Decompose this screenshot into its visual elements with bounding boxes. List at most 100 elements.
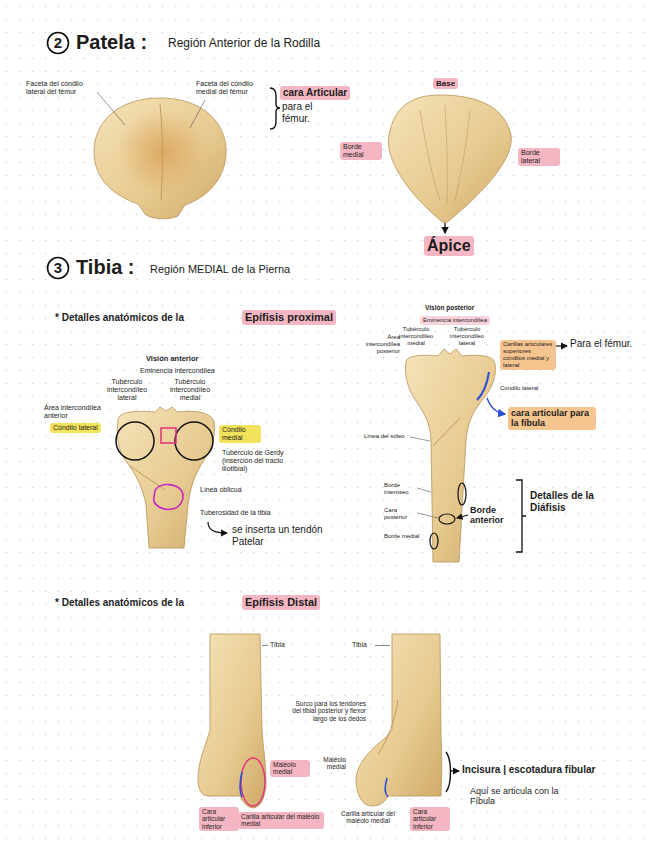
leader-line: [417, 513, 438, 518]
annotation-label: Faceta del cóndilo medial del fémur: [196, 80, 268, 96]
label-text: Carilla articular del maléolo medial: [241, 813, 321, 828]
annotation-label: Eminencia intercondílea: [140, 367, 215, 375]
leader-line: [190, 100, 205, 128]
annotation-label: Tibia :: [76, 256, 135, 279]
annotation-label: Patela :: [76, 31, 147, 54]
bone-ridge: [160, 104, 162, 200]
groove-line: [378, 700, 398, 754]
annotation-label: Borde interóseo: [384, 482, 414, 496]
label-text: Carillas articulares superiores cóndilos…: [503, 341, 553, 369]
label-text: Cara articular inferior: [413, 808, 447, 830]
highlight-label: Cara articular inferior: [199, 807, 239, 831]
label-text: Cóndilo medial: [222, 426, 258, 442]
highlight-label: Maléolo medial: [270, 760, 310, 777]
leader-line: [375, 645, 390, 646]
highlight-label: Cara articular inferior: [410, 807, 450, 831]
annotation-label: Área intercondílea posterior: [354, 334, 400, 355]
bone-shape: [94, 98, 226, 219]
annotation-label: Para el fémur.: [570, 338, 632, 350]
label-text: Borde medial: [343, 143, 379, 159]
bone-shape: [117, 407, 214, 548]
annotation-label: Surco para los tendones del tibial poste…: [290, 700, 366, 722]
label-text: Cóndilo lateral: [53, 424, 98, 432]
brace: [270, 88, 280, 129]
patella-anterior: [388, 95, 511, 233]
highlight-label: Borde lateral: [518, 148, 560, 166]
annotation-label: Incisura | escotadura fibular: [462, 764, 595, 776]
area-mark: [161, 428, 176, 443]
highlight-label: Epífisis Distal: [242, 595, 320, 610]
annotation-label: * Detalles anatómicos de la: [55, 597, 184, 609]
border-mark: [439, 514, 455, 524]
label-text: Epífisis Distal: [245, 596, 317, 609]
annotation-label: Visión posterior: [425, 304, 474, 311]
annotation-label: Línea del sóleo: [364, 433, 405, 440]
label-text: Borde lateral: [521, 149, 557, 165]
highlight-label: Eminencia intercondílea: [420, 316, 490, 325]
highlight-label: Cóndilo medial: [219, 425, 261, 443]
annotation-label: Tubérculo intercondíleo lateral: [100, 378, 154, 402]
annotation-label: Aquí se articula con la Fíbula: [470, 786, 580, 807]
note-arrow: [556, 345, 567, 346]
annotation-label: Línea oblicua: [200, 486, 242, 494]
annotation-label: Tubérculo intercondíleo lateral: [444, 326, 490, 347]
bone-texture: [420, 105, 470, 205]
annotation-label: Tibia: [270, 641, 285, 649]
highlight-label: Base: [433, 78, 458, 89]
facet-mark: [385, 778, 388, 797]
annotation-label: Tuberosidad de la tibia: [200, 509, 271, 517]
note-arrow: [451, 770, 459, 771]
annotation-label: Borde anterior: [470, 505, 514, 526]
annotation-label: Detalles de la Diáfisis: [530, 490, 610, 513]
label-text: Maléolo medial: [273, 761, 307, 776]
tibia-distal-anterior: [198, 634, 268, 808]
label-text: Cara articular inferior: [202, 808, 236, 830]
leader-line: [97, 92, 125, 125]
annotation-label: Cara posterior: [384, 507, 414, 521]
note-arrow: [208, 522, 227, 533]
annotation-label: 3: [48, 259, 68, 276]
facet-mark: [240, 772, 242, 797]
annotation-label: Borde medial: [384, 533, 419, 540]
soleal-line: [433, 418, 460, 446]
apex-arrow: [444, 223, 445, 233]
note-arrow: [457, 515, 468, 518]
annotation-label: para el fémur.: [282, 101, 332, 124]
highlight-label: Epífisis proximal: [242, 310, 336, 325]
label-text: cara articular para la fíbula: [511, 408, 593, 429]
bracket: [446, 752, 451, 792]
annotation-label: Visión anterior: [146, 355, 198, 364]
condyle-circle: [175, 422, 213, 460]
annotation-label: Faceta del cóndilo lateral del fémur: [26, 80, 96, 96]
bone-shape: [388, 95, 511, 223]
patella-posterior: [94, 92, 226, 219]
condyle-circle: [116, 422, 154, 460]
leader-line: [410, 437, 430, 441]
highlight-label: Carilla articular del maléolo medial: [238, 812, 324, 829]
annotation-label: Región Anterior de la Rodilla: [168, 37, 320, 51]
border-mark: [458, 483, 466, 505]
label-text: Base: [436, 79, 455, 88]
annotation-label: Maléolo medial: [312, 756, 346, 771]
highlight-label: Ápice: [424, 236, 474, 256]
bone-shape: [356, 634, 442, 806]
annotation-label: Región MEDIAL de la Pierna: [150, 263, 290, 276]
bone-shape: [405, 349, 495, 562]
highlight-label: cara Articular: [280, 86, 350, 100]
label-text: cara Articular: [283, 87, 347, 99]
highlight-label: Carillas articulares superiores cóndilos…: [500, 340, 556, 370]
bone-shape: [198, 634, 266, 808]
highlight-label: cara articular para la fíbula: [508, 407, 596, 430]
malleolus-mark: [241, 758, 265, 806]
leader-line: [417, 488, 431, 492]
label-text: Ápice: [427, 237, 471, 255]
tuberosity-mark: [154, 485, 183, 510]
tibia-posterior: [405, 346, 567, 562]
annotation-label: Carilla articular del maléolo medial: [336, 810, 400, 825]
annotation-label: * Detalles anatómicos de la: [55, 312, 184, 324]
highlight-label: Borde medial: [340, 142, 382, 160]
label-text: Epífisis proximal: [245, 311, 333, 324]
annotation-label: Cóndilo lateral: [500, 385, 538, 392]
